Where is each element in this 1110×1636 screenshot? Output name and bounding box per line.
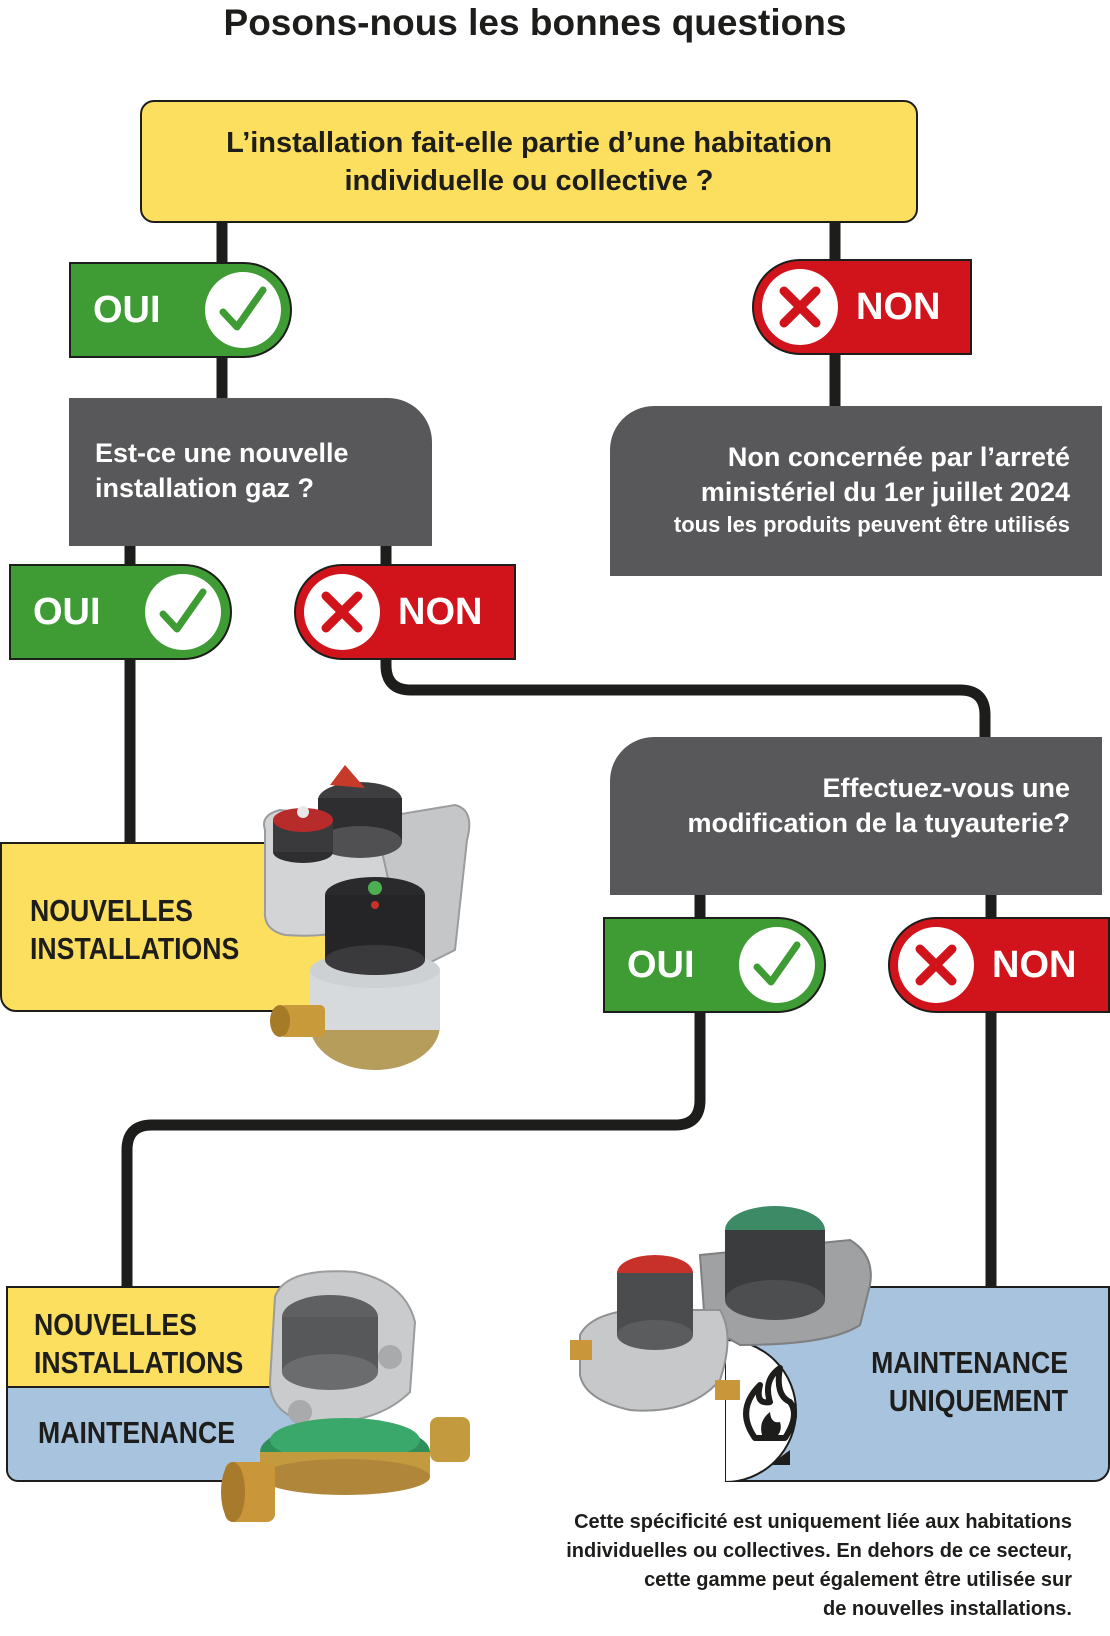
regulator-image-3 [570,1206,872,1412]
q2-non-badge: NON [294,564,516,660]
regulator-image-2 [221,1270,470,1522]
question-3-line-1: Effectuez-vous une [822,773,1070,803]
connector-q3-oui [121,890,706,1290]
question-2-line-1: Est-ce une nouvelle [95,438,349,468]
check-circle [205,272,281,348]
cross-circle [898,927,974,1003]
result-2-line-3: MAINTENANCE [38,1415,235,1450]
question-1-line-1: L’installation fait-elle partie d’une ha… [226,126,832,159]
check-circle [739,927,815,1003]
q2-oui-badge: OUI [9,564,232,660]
result-3-line-2: UNIQUEMENT [888,1383,1068,1418]
footnote-line-2: individuelles ou collectives. En dehors … [566,1540,1072,1562]
result-2-line-1: NOUVELLES [34,1307,197,1342]
q1-non-badge: NON [752,259,972,355]
cross-icon [915,944,957,986]
footnote-line-1: Cette spécificité est uniquement liée au… [574,1511,1072,1533]
result-1-line-2: INSTALLATIONS [30,931,240,966]
not-concerned-box: Non concernée par l’arreté ministériel d… [610,406,1102,576]
footnote-line-3: cette gamme peut également être utilisée… [644,1569,1072,1591]
result-2-new-installations-box: NOUVELLES INSTALLATIONS [6,1286,306,1388]
non-label: NON [856,285,941,328]
not-concerned-line-3: tous les produits peuvent être utilisés [673,512,1070,537]
question-2-box: Est-ce une nouvelle installation gaz ? [69,398,432,546]
regulator-image-1 [263,765,471,1070]
non-label: NON [398,590,483,633]
not-concerned-line-1: Non concernée par l’arreté [727,442,1070,472]
footnote: Cette spécificité est uniquement liée au… [472,1508,1072,1624]
question-3-line-2: modification de la tuyauterie? [687,808,1070,838]
cross-icon [321,591,363,633]
oui-label: OUI [33,590,101,633]
result-2-line-2: INSTALLATIONS [34,1345,244,1380]
question-1-line-2: individuelle ou collective ? [344,164,714,197]
q3-non-badge: NON [888,917,1110,1013]
check-circle [145,574,221,650]
check-icon [159,588,207,633]
check-icon [219,286,267,331]
cross-circle [762,269,838,345]
question-1-box: L’installation fait-elle partie d’une ha… [140,100,918,223]
footnote-line-4: de nouvelles installations. [823,1598,1072,1620]
non-label: NON [992,943,1077,986]
check-icon [753,941,801,986]
cross-icon [779,286,821,328]
question-2-line-2: installation gaz ? [95,473,315,503]
not-concerned-line-2: ministériel du 1er juillet 2024 [700,477,1070,507]
oui-label: OUI [627,943,695,986]
result-3-line-1: MAINTENANCE [871,1345,1068,1380]
flame-icon [743,1365,797,1465]
q1-oui-badge: OUI [69,262,292,358]
oui-label: OUI [93,288,161,331]
question-3-box: Effectuez-vous une modification de la tu… [610,737,1102,895]
flame-logo [725,1340,797,1482]
result-1-line-1: NOUVELLES [30,893,193,928]
page-title: Posons-nous les bonnes questions [223,2,847,43]
cross-circle [304,574,380,650]
connector-q2-non [380,540,991,740]
q3-oui-badge: OUI [603,917,826,1013]
